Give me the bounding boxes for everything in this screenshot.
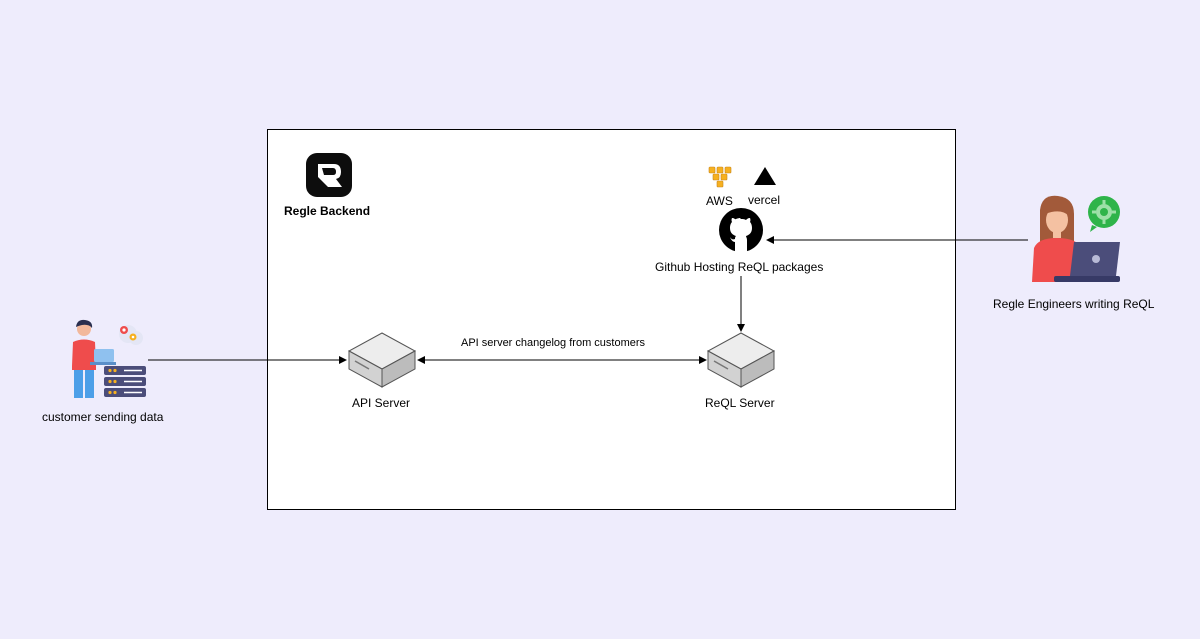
vercel-icon <box>754 167 776 185</box>
reql-server-label: ReQL Server <box>705 396 775 410</box>
vercel-label: vercel <box>748 193 781 207</box>
api-server-icon <box>347 331 417 389</box>
regle-logo-icon <box>306 153 352 197</box>
github-icon <box>718 207 764 253</box>
edge-label-api-reql: API server changelog from customers <box>461 337 646 349</box>
customer-label: customer sending data <box>42 410 164 424</box>
engineer-icon <box>1026 192 1122 286</box>
engineers-label: Regle Engineers writing ReQL <box>993 297 1155 311</box>
backend-title: Regle Backend <box>284 204 371 218</box>
reql-server-icon <box>706 331 776 389</box>
aws-label: AWS <box>706 194 733 208</box>
regle-backend-box <box>267 129 956 510</box>
github-label: Github Hosting ReQL packages <box>655 260 824 274</box>
customer-icon <box>62 318 150 402</box>
aws-icon <box>708 166 732 188</box>
api-server-label: API Server <box>352 396 411 410</box>
